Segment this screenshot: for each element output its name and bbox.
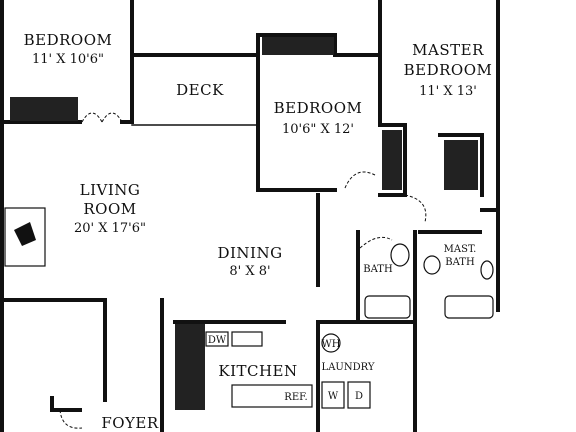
- closet-wall: [378, 123, 407, 197]
- closets: [10, 37, 478, 410]
- mbath-right-wall: [480, 208, 500, 312]
- master-bath-name-line2: BATH: [445, 257, 475, 268]
- living-room-name-line1: LIVING: [80, 181, 141, 199]
- master-closet: [444, 140, 478, 190]
- fireplace-icon: [14, 222, 36, 246]
- refrigerator-counter: [231, 384, 313, 408]
- bedroom2-top-wall: [256, 0, 382, 57]
- room-labels: BEDROOM 11' X 10'6" DECK BEDROOM 10'6" X…: [24, 31, 493, 432]
- bedroom1-door-b: [101, 112, 123, 123]
- bath-name: BATH: [363, 264, 393, 275]
- washer-label: W: [328, 391, 339, 402]
- living-room-name-line2: ROOM: [83, 200, 136, 218]
- sink-icon: [480, 260, 494, 280]
- bedroom2-name: BEDROOM: [274, 99, 363, 117]
- hall-closet: [382, 130, 402, 190]
- bedroom1-dims: 11' X 10'6": [32, 52, 104, 67]
- washer: [321, 381, 345, 409]
- master-bedroom-name-line1: MASTER: [412, 41, 484, 59]
- kitchen-name: KITCHEN: [218, 362, 297, 380]
- water-heater: [321, 333, 341, 353]
- front-door: [59, 409, 83, 429]
- bedroom2-closet: [262, 37, 334, 55]
- master-closet-wall: [438, 133, 484, 197]
- sink-counter: [231, 331, 263, 347]
- bath-fixtures: [364, 243, 494, 319]
- master-bedroom-name-line2: BEDROOM: [404, 61, 493, 79]
- walls: [0, 0, 500, 432]
- bedroom2-door: [344, 171, 376, 189]
- bedroom1-closet: [10, 97, 78, 121]
- master-toilet-icon: [423, 255, 441, 275]
- water-heater-label: WH: [322, 339, 341, 350]
- foyer-entry-wall: [50, 396, 82, 412]
- doors: [59, 112, 427, 429]
- master-bedroom-dims: 11' X 13': [419, 84, 477, 99]
- fireplace: [4, 207, 46, 267]
- bedroom1-bottom-wall-b: [120, 53, 134, 124]
- bedroom2-dims: 10'6" X 12': [282, 122, 354, 137]
- foyer-wall: [0, 298, 107, 402]
- bedroom2-left-wall: [256, 53, 337, 192]
- bedroom1-door: [81, 112, 103, 123]
- dishwasher-label: DW: [208, 335, 227, 346]
- bathtub-icon: [364, 295, 411, 319]
- foyer-name: FOYER: [101, 414, 159, 432]
- laundry-name: LAUNDRY: [322, 362, 375, 373]
- bath-door: [359, 236, 393, 249]
- dining-name: DINING: [217, 244, 282, 262]
- dryer-label: D: [355, 391, 363, 402]
- refrigerator-label: REF.: [284, 392, 307, 403]
- living-room-dims: 20' X 17'6": [74, 221, 146, 236]
- dining-dims: 8' X 8': [229, 264, 270, 279]
- master-door: [404, 194, 427, 223]
- dryer: [347, 381, 371, 409]
- master-bath-name-line1: MAST.: [444, 244, 477, 255]
- dishwasher: [205, 331, 229, 347]
- appliances: DW WH W D REF.: [205, 331, 371, 409]
- kitchen-cabinets: [175, 324, 205, 410]
- deck-name: DECK: [176, 81, 224, 99]
- bedroom1-name: BEDROOM: [24, 31, 113, 49]
- toilet-icon: [390, 243, 410, 267]
- master-bathtub-icon: [444, 295, 494, 319]
